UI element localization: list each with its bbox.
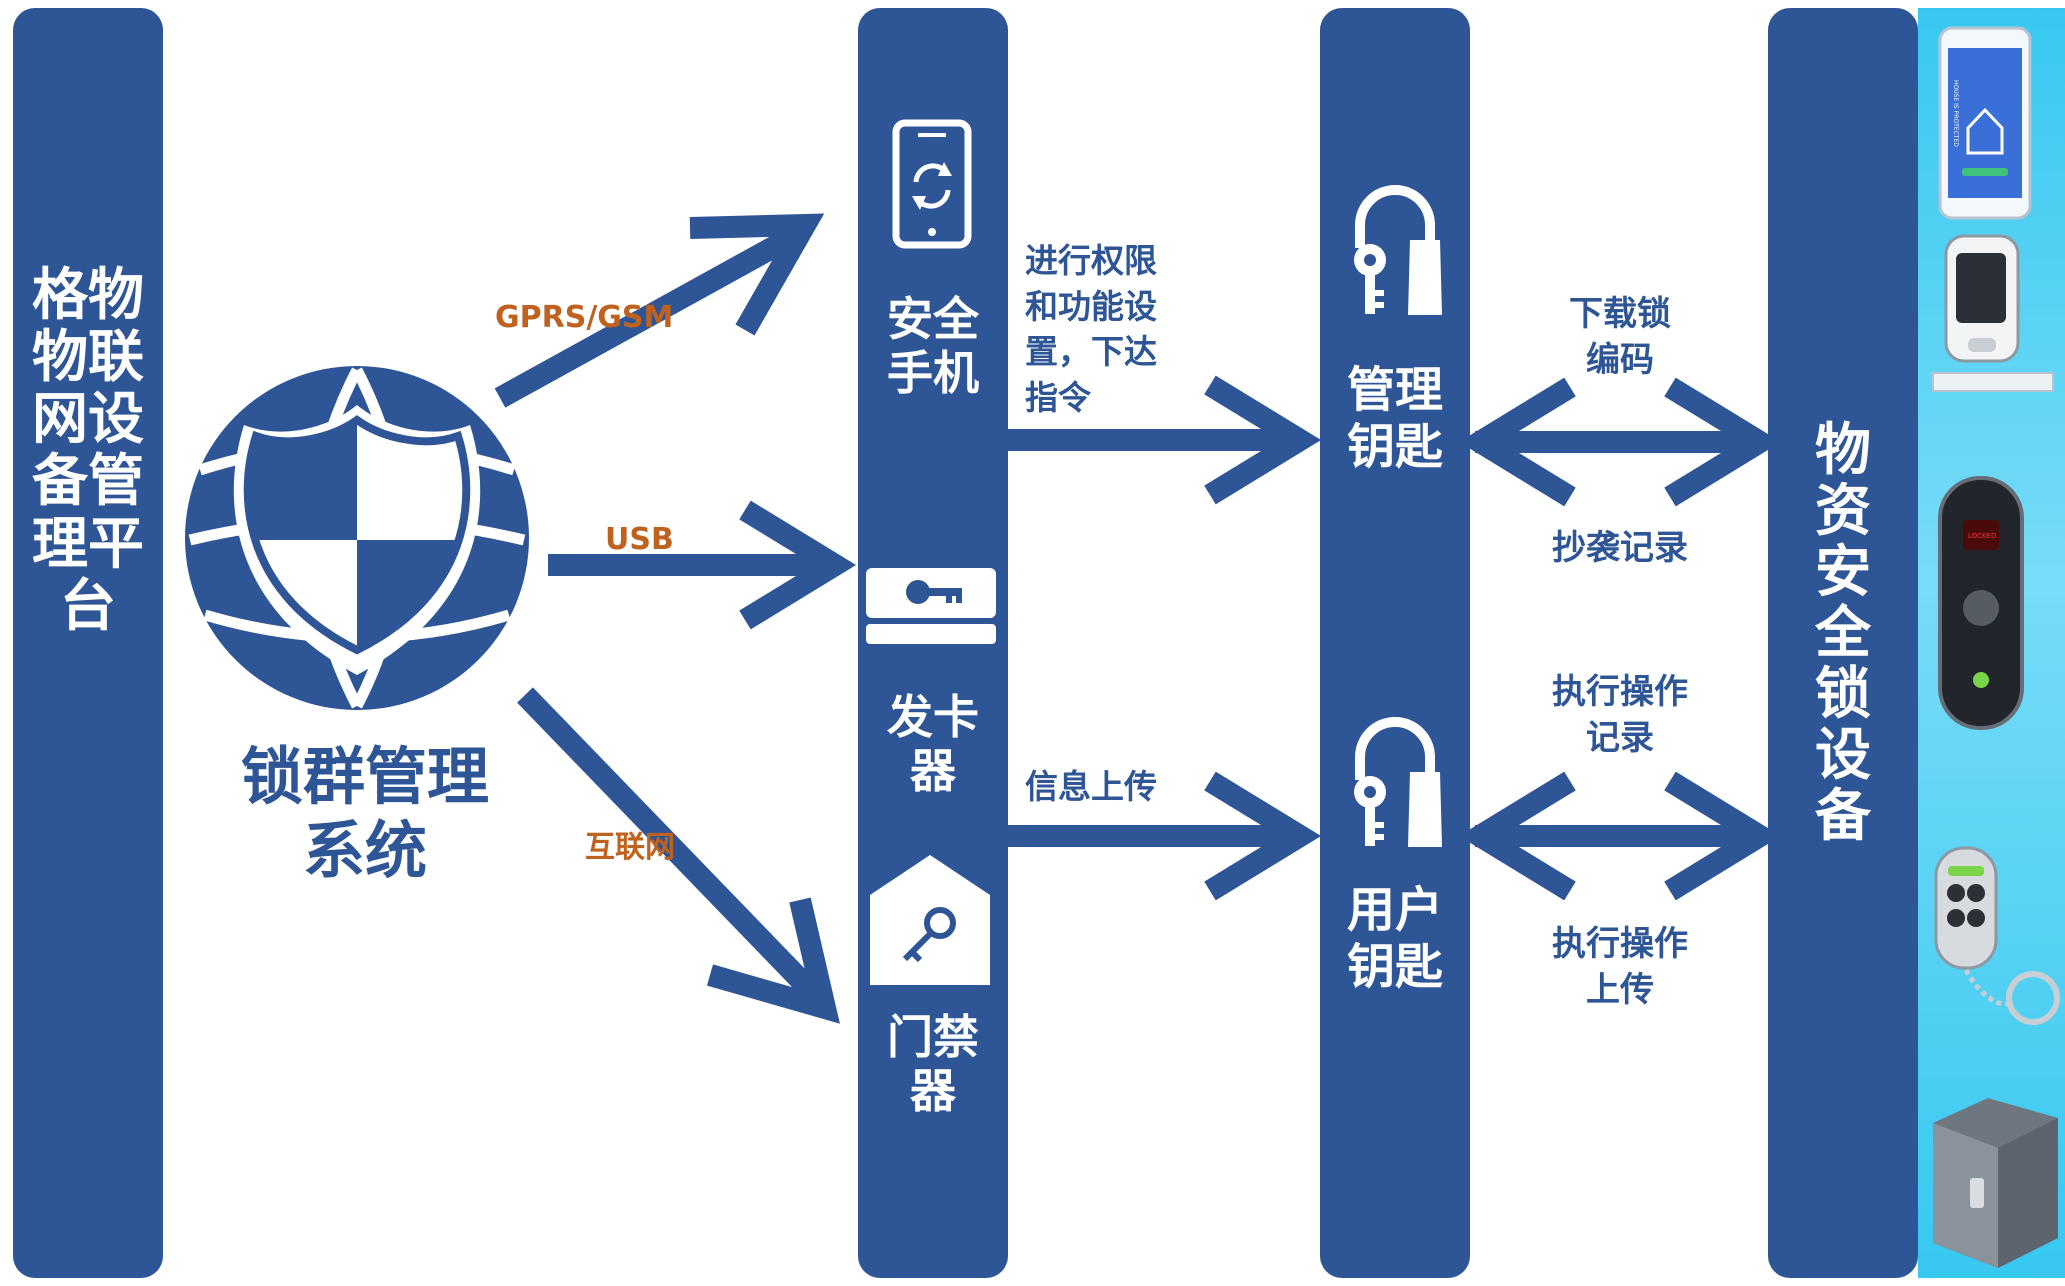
download-code-label: 下载锁 编码: [1569, 294, 1671, 380]
safe-box-image: [1933, 1098, 2058, 1268]
exec-upload-label: 执行操作 上传: [1552, 924, 1688, 1010]
admin-key-label: 管理 钥匙: [1346, 362, 1443, 475]
home-key-icon: [870, 855, 990, 985]
smart-lock-image: LOCKED: [1938, 476, 2024, 730]
copy-record-label: 抄袭记录: [1552, 528, 1688, 568]
protected-phone-image: HOUSE IS PROTECTED: [1938, 26, 2032, 220]
gprs-channel-label: GPRS/GSM: [495, 300, 674, 335]
key-fob-image: [1934, 846, 2060, 1025]
user-key-padlock-icon: [1354, 717, 1442, 847]
lock-devices-label: 物资安全锁设备: [1815, 418, 1871, 850]
padlock-key-icon: [1354, 185, 1442, 315]
internet-channel-label: 互联网: [585, 830, 675, 865]
security-phone-label: 安全 手机: [887, 292, 979, 401]
key-column: [1320, 8, 1470, 1278]
platform-label: 格物物联网设备管理平台: [32, 263, 144, 639]
arrow-upload-info: [1008, 771, 1322, 901]
upload-info-label: 信息上传: [1025, 767, 1157, 806]
platform-column: [13, 8, 163, 1278]
arrow-gprs: [494, 213, 825, 408]
phone-sync-icon: [892, 119, 972, 249]
arrow-user-lock-bidirectional: [1458, 771, 1782, 901]
svg-text:HOUSE IS PROTECTED: HOUSE IS PROTECTED: [1952, 80, 1959, 147]
usb-channel-label: USB: [605, 522, 674, 557]
lock-device-images: HOUSE IS PROTECTED LOCKED: [1918, 8, 2065, 1278]
card-reader-label: 发卡 器: [887, 690, 979, 799]
key-card-icon: [866, 568, 996, 644]
arrow-admin-lock-bidirectional: [1458, 377, 1782, 507]
exec-record-label: 执行操作 记录: [1552, 672, 1688, 758]
lock-device-column: [1768, 8, 1918, 1278]
arrow-usb: [548, 500, 857, 630]
lock-group-system-label: 锁群管理 系统: [240, 740, 489, 888]
shield-globe-icon: [185, 366, 529, 710]
arrow-internet: [517, 687, 840, 1024]
keypad-lock-image: [1932, 234, 2054, 392]
arrow-permission: [1008, 375, 1322, 505]
svg-text:LOCKED: LOCKED: [1968, 532, 1996, 540]
user-key-label: 用户 钥匙: [1346, 882, 1443, 995]
permission-flow-label: 进行权限 和功能设 置，下达 指令: [1025, 241, 1157, 417]
access-control-label: 门禁 器: [887, 1010, 979, 1119]
